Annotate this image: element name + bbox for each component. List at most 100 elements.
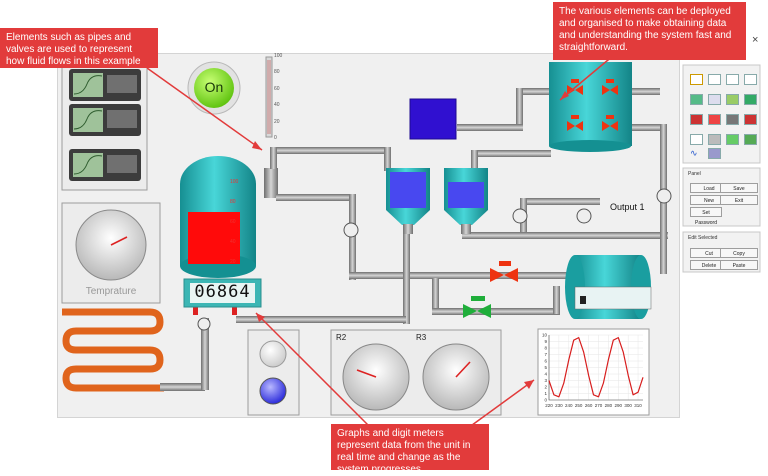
chart-x-tick: 220 [545,403,553,408]
cone-tank-1 [386,168,430,234]
temperature-label: Temprature [85,286,137,297]
chart-series-line [548,337,644,398]
valve-green-icon[interactable] [463,296,491,318]
chart-recorder [69,149,141,181]
chart-y-tick: 4 [544,372,547,377]
close-icon[interactable]: × [752,34,759,46]
scale-tick-label: 100 [274,53,283,59]
panel-title: Panel [688,171,701,177]
alarm-tool-icon[interactable] [708,114,721,125]
chart-x-tick: 280 [605,403,613,408]
indicator-light-blue [259,377,287,405]
valve-icon[interactable] [567,115,583,131]
pipe [160,383,205,391]
battery-tool-icon[interactable] [726,94,739,105]
r2-label: R2 [336,333,347,342]
scale-tick-label: 80 [274,69,280,76]
chart-x-tick: 250 [575,403,583,408]
scale-tick-label: 20 [230,259,236,265]
panel-tool-icon[interactable] [744,74,757,85]
r3-label: R3 [416,333,427,342]
chart-y-tick: 10 [542,333,548,338]
scale-tick-label: 40 [230,239,236,245]
valve-icon[interactable] [567,79,583,95]
tank-tool-icon[interactable] [690,94,703,105]
main-tank [180,156,256,278]
callout-pipes-valves: Elements such as pipes and valves are us… [0,28,158,79]
pipe [271,147,391,154]
pump-icon[interactable] [656,188,672,204]
pipe [516,88,550,95]
callout-arrow [559,54,615,101]
chart-y-tick: 5 [544,365,547,370]
led-tool-icon[interactable] [726,134,739,145]
cone-tank-2 [444,168,488,234]
motor-tool-icon[interactable] [726,114,739,125]
gauge-needle [110,236,128,246]
chart-recorder [69,69,141,101]
valve-tool-icon[interactable] [744,114,757,125]
valve-icon[interactable] [602,79,618,95]
pipe-tool-icon[interactable] [690,134,703,145]
meter-tool-icon[interactable] [726,74,739,85]
trend-chart-panel [537,328,650,416]
output-label: Output 1 [610,202,645,212]
tank-level-fill [188,212,240,264]
pump-icon[interactable] [512,208,528,224]
pipe [201,318,209,390]
display-tool-icon[interactable] [708,74,721,85]
pipe [349,272,569,279]
chart-y-tick: 0 [544,398,547,403]
save-button[interactable]: Save [720,183,758,193]
grid-tool-icon[interactable] [708,134,721,145]
scale-tick-label: 80 [230,199,236,205]
scale-tick-label: 40 [274,102,280,109]
chart-y-tick: 7 [544,352,547,357]
pump-icon[interactable] [197,317,211,331]
pump-icon[interactable] [576,208,592,224]
on-button-label: On [204,79,224,95]
chart-y-tick: 8 [544,346,547,351]
chart-y-tick: 1 [544,391,547,396]
gauge-tool-icon[interactable] [690,74,703,85]
level-scale [265,56,273,138]
tank-scale-ticks: 100 80 60 40 20 [230,179,246,265]
chart-y-tick: 2 [544,385,547,390]
chart-x-tick: 290 [615,403,623,408]
pump-tool-icon[interactable] [690,114,703,125]
scale-tick-label: 20 [274,118,280,125]
valve-red-icon[interactable] [490,261,518,282]
light-tool-icon[interactable] [744,134,757,145]
callout-arrow [255,312,371,428]
valve-icon[interactable] [602,115,618,131]
chart-axes [548,335,643,401]
copy-button[interactable]: Copy [720,248,758,258]
chart-tool-icon[interactable] [708,94,721,105]
wave-tool-icon[interactable]: ∿ [690,148,698,158]
callout-graphs: Graphs and digit meters represent data f… [331,424,489,475]
digit-meter-value: 06864 [194,282,251,302]
pipe [520,198,600,205]
chart-x-tick: 270 [595,403,603,408]
pipe [236,316,406,323]
pipe [432,308,560,315]
scale-tick-label: 60 [274,85,280,92]
scale-tick-label: 100 [230,179,239,185]
table-tool-icon[interactable] [708,148,721,159]
chart-y-tick: 3 [544,378,547,383]
chart-y-tick: 9 [544,339,547,344]
chart-x-tick: 240 [565,403,573,408]
on-button[interactable] [194,68,234,108]
pipe [276,194,356,201]
scale-tick-label: 60 [230,219,236,225]
paste-button[interactable]: Paste [720,260,758,270]
exit-button[interactable]: Exit [720,195,758,205]
chart-x-tick: 230 [555,403,563,408]
pump-icon[interactable] [343,222,359,238]
horizontal-tank [565,255,652,319]
set-password-button[interactable]: Set Password [690,207,722,226]
switch-tool-icon[interactable] [744,94,757,105]
